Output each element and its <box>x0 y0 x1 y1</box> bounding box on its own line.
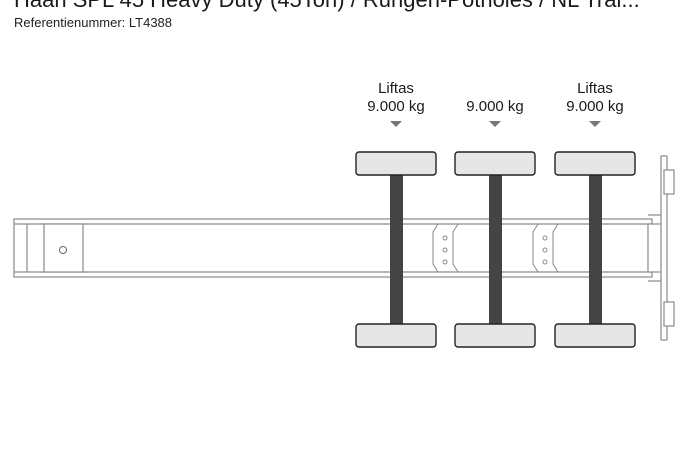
axle-2-load: 9.000 kg <box>466 98 524 115</box>
axle-1 <box>355 151 437 348</box>
axle-1-arrow <box>390 121 402 127</box>
axle-1-type: Liftas <box>378 80 414 97</box>
cross-member-2 <box>532 223 559 273</box>
axle-2-shaft <box>489 168 502 330</box>
reference-number: Referentienummer: LT4388 <box>14 15 173 30</box>
axle-1-shaft <box>390 168 403 330</box>
trailer-frame <box>13 218 653 278</box>
axle-3-shaft <box>589 168 602 330</box>
axle-3-arrow <box>589 121 601 127</box>
axle-3-label: Liftas 9.000 kg <box>545 80 645 116</box>
axle-1-tire-right <box>355 323 437 348</box>
axle-2-label: 9.000 kg <box>445 80 545 116</box>
axle-3-tire-right <box>554 323 636 348</box>
axle-2-tire-right <box>454 323 536 348</box>
axle-3-type: Liftas <box>577 80 613 97</box>
axle-2-arrow <box>489 121 501 127</box>
axle-2-tire-left <box>454 151 536 176</box>
axle-1-label: Liftas 9.000 kg <box>346 80 446 116</box>
axle-1-tire-left <box>355 151 437 176</box>
axle-3-tire-left <box>554 151 636 176</box>
axle-1-load: 9.000 kg <box>367 98 425 115</box>
page-title: Haan SPL 45 Heavy Duty (45Ton) / Rungen-… <box>14 0 692 13</box>
front-kingpin-plate <box>43 223 84 273</box>
rear-bumper <box>647 155 675 341</box>
axle-2 <box>454 151 536 348</box>
kingpin <box>59 246 67 254</box>
cross-member-1 <box>432 223 459 273</box>
axle-3 <box>554 151 636 348</box>
axle-3-load: 9.000 kg <box>566 98 624 115</box>
